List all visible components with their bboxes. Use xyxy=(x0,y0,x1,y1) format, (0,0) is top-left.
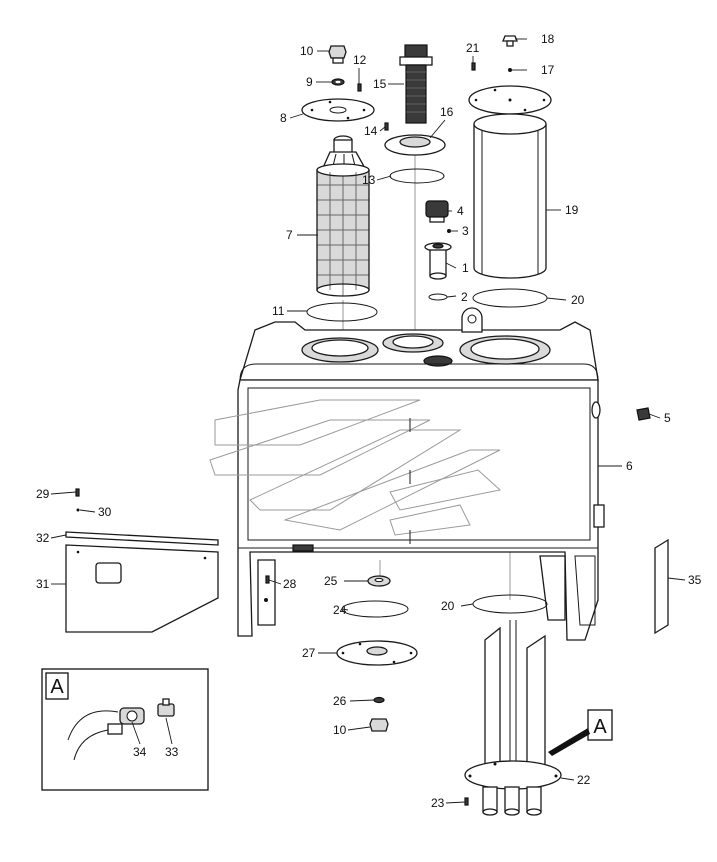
callout-27: 27 xyxy=(302,646,316,660)
callout-30: 30 xyxy=(98,505,112,519)
callout-9: 9 xyxy=(306,75,313,89)
callout-15: 15 xyxy=(373,77,387,91)
callout-2: 2 xyxy=(461,290,468,304)
callout-17: 17 xyxy=(541,63,555,77)
callout-22: 22 xyxy=(577,773,591,787)
panel-part-31 xyxy=(65,544,219,633)
washer-part-30 xyxy=(76,508,80,512)
tank-body-part-6 xyxy=(209,307,605,641)
callout-32: 32 xyxy=(36,531,50,545)
callout-18: 18 xyxy=(541,32,555,46)
callout-33: 33 xyxy=(165,745,179,759)
callout-19: 19 xyxy=(565,203,579,217)
spacer-part-25 xyxy=(367,575,391,587)
callout-10-bottom: 10 xyxy=(333,723,347,737)
screw-part-21 xyxy=(471,62,476,71)
side-plug-part-5 xyxy=(636,407,651,421)
callout-5: 5 xyxy=(664,411,671,425)
bolt-part-18 xyxy=(502,35,518,47)
callout-20-bottom: 20 xyxy=(441,599,455,613)
o-ring-part-11 xyxy=(306,302,378,322)
callout-16: 16 xyxy=(440,105,454,119)
detail-view-label: A xyxy=(50,676,64,698)
callout-4: 4 xyxy=(457,204,464,218)
detail-view-a: A xyxy=(41,668,209,791)
callout-34: 34 xyxy=(133,745,147,759)
detail-marker-a: A xyxy=(548,709,613,756)
detail-marker-label: A xyxy=(593,716,607,738)
callout-28: 28 xyxy=(283,577,297,591)
washer-part-17 xyxy=(508,68,512,72)
suction-assembly-part-22 xyxy=(464,620,562,816)
callout-24: 24 xyxy=(333,603,347,617)
callout-14: 14 xyxy=(364,124,378,138)
washer-part-9 xyxy=(331,78,345,86)
cover-plate-part-27 xyxy=(336,640,418,666)
strainer-part-15 xyxy=(399,44,433,124)
cover-plate-part-8 xyxy=(301,98,375,122)
callout-35: 35 xyxy=(688,573,702,587)
adapter-part-1 xyxy=(424,242,452,280)
callout-23: 23 xyxy=(431,796,445,810)
plug-part-10-top xyxy=(328,45,347,64)
o-ring-part-2 xyxy=(428,293,448,301)
o-ring-part-20-top xyxy=(472,288,548,308)
callout-12: 12 xyxy=(353,53,367,67)
callout-11: 11 xyxy=(272,304,285,318)
strip-part-32 xyxy=(65,531,219,546)
callout-7: 7 xyxy=(286,228,293,242)
callout-labels: 1 2 3 4 5 6 7 8 9 10 10 11 12 13 14 15 1… xyxy=(36,32,702,810)
plug-part-10-bottom xyxy=(369,718,389,732)
o-ring-part-24 xyxy=(341,600,409,618)
side-cover-part-35 xyxy=(654,538,669,635)
filter-element-part-7 xyxy=(316,135,370,297)
pin-part-3 xyxy=(447,229,451,233)
callout-20-top: 20 xyxy=(571,293,585,307)
screw-part-23 xyxy=(464,797,469,806)
screw-part-12 xyxy=(357,83,362,92)
callout-6: 6 xyxy=(626,459,633,473)
screw-part-29 xyxy=(75,488,80,497)
callout-3: 3 xyxy=(462,224,469,238)
callout-21: 21 xyxy=(466,41,480,55)
callout-10-top: 10 xyxy=(300,44,314,58)
callout-31: 31 xyxy=(36,577,50,591)
callout-29: 29 xyxy=(36,487,50,501)
callout-25: 25 xyxy=(324,574,338,588)
flange-part-16 xyxy=(384,134,446,156)
callout-8: 8 xyxy=(280,111,287,125)
o-ring-part-13 xyxy=(389,168,445,184)
leader-lines xyxy=(50,38,686,804)
callout-1: 1 xyxy=(462,261,469,275)
cylinder-housing-part-19 xyxy=(473,113,547,279)
screw-part-14 xyxy=(384,122,389,131)
callout-13: 13 xyxy=(362,173,376,187)
screw-part-28 xyxy=(265,575,270,584)
callout-26: 26 xyxy=(333,694,347,708)
lid-part-17 xyxy=(468,85,552,115)
washer-part-26 xyxy=(373,696,385,704)
cap-part-4 xyxy=(425,200,449,223)
